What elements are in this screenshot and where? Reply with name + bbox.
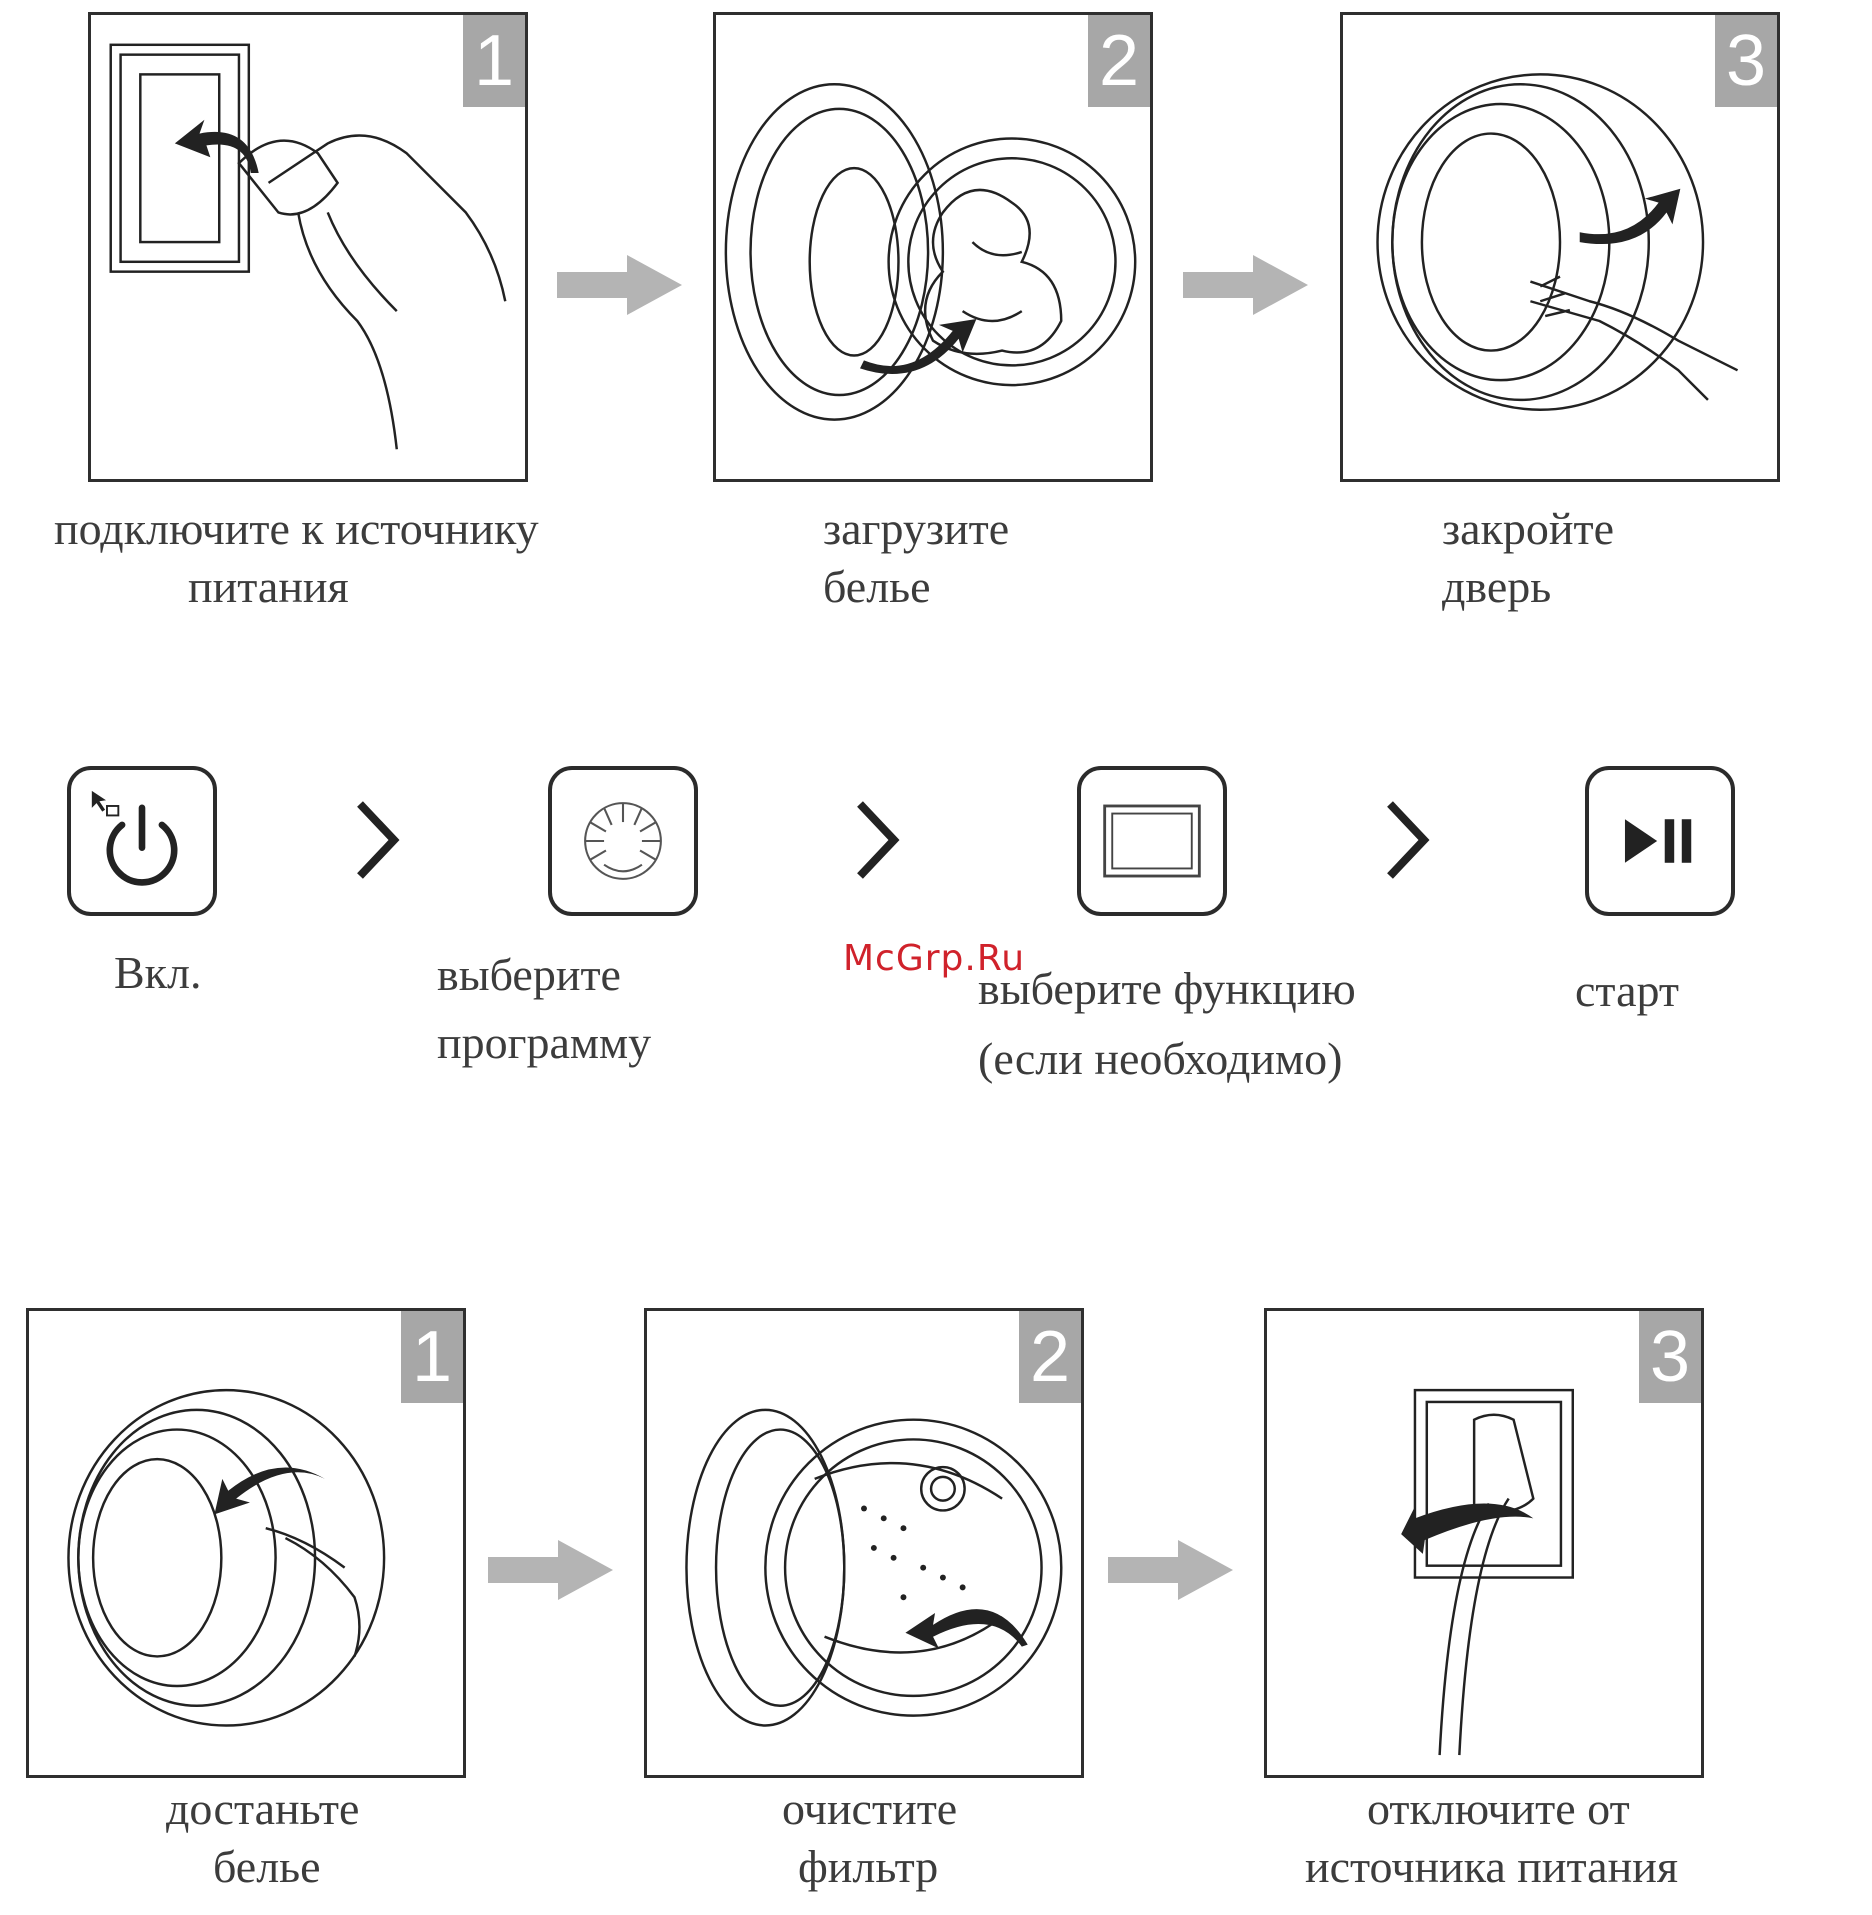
finish-step-3-caption-line2: источника питания [1305,1841,1678,1892]
step-number-badge: 1 [401,1311,463,1403]
finish-step-2-caption-line1: очистите [782,1783,958,1834]
finish-step-3-panel: 3 [1264,1308,1704,1778]
right-arrow-icon [557,255,682,315]
chevron-right-icon [857,801,900,879]
finish-step-2-caption-line2: фильтр [798,1841,939,1892]
setup-step-1-panel: 1 [88,12,528,482]
setup-step-2-caption-line1: загрузите [823,503,1010,554]
finish-step-1-caption-line1: достаньте [166,1783,360,1834]
power-icon [91,790,178,886]
plug-in-illustration [109,43,507,450]
chevron-right-icon [357,801,400,879]
function-display-button [1077,766,1227,916]
right-arrow-icon [1108,1540,1233,1600]
function-label-line1: выберите функцию [978,963,1356,1014]
load-laundry-illustration [724,83,1137,421]
right-arrow-icon [488,1540,613,1600]
setup-step-3-caption-line2: дверь [1442,561,1552,612]
setup-step-3-caption-line1: закройте [1442,503,1615,554]
setup-step-3-panel: 3 [1340,12,1780,482]
step-number-badge: 3 [1715,15,1777,107]
step-number-badge: 2 [1019,1311,1081,1403]
start-label: старт [1575,965,1679,1016]
finish-step-1-panel: 1 [26,1308,466,1778]
program-label-line2: программу [437,1017,652,1068]
step-number-badge: 3 [1639,1311,1701,1403]
setup-step-2-panel: 2 [713,12,1153,482]
remove-laundry-illustration [67,1388,386,1727]
play-pause-icon [1624,819,1692,863]
program-label-line1: выберите [437,949,621,1000]
setup-step-1-caption-line1: подключите к источнику [54,503,539,554]
chevron-right-icon [1387,801,1430,879]
clean-filter-illustration [685,1408,1063,1727]
finish-step-2-panel: 2 [644,1308,1084,1778]
step-number-badge: 1 [463,15,525,107]
step-number-badge: 2 [1088,15,1150,107]
close-door-illustration [1376,73,1739,411]
start-pause-button [1585,766,1735,916]
finish-step-3-caption-line1: отключите от [1367,1783,1630,1834]
power-label: Вкл. [114,947,202,998]
display-screen-icon [1103,804,1201,878]
program-dial-icon [584,802,662,880]
setup-step-2-caption-line2: белье [823,561,931,612]
watermark-text: McGrp.Ru [843,938,1026,979]
program-dial-button [548,766,698,916]
function-label-line2: (если необходимо) [978,1033,1343,1084]
power-button [67,766,217,916]
setup-step-1-caption-line2: питания [188,561,349,612]
finish-step-1-caption-line2: белье [213,1841,321,1892]
unplug-illustration [1401,1388,1575,1756]
right-arrow-icon [1183,255,1308,315]
